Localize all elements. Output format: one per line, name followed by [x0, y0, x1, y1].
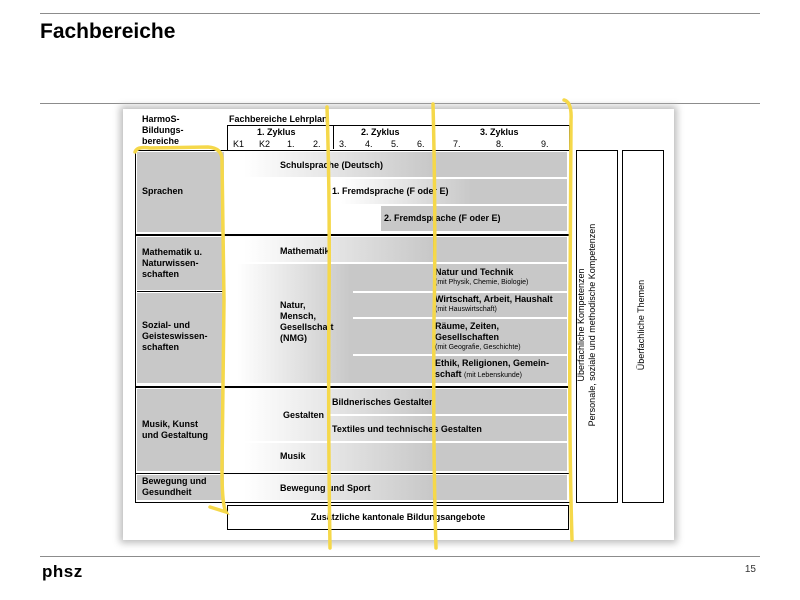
- cycle-2-label: 2. Zyklus: [361, 127, 400, 137]
- cycle-3-label: 3. Zyklus: [480, 127, 519, 137]
- row-separator: [329, 414, 567, 416]
- mathematik-area-label: Mathematik u. Naturwissen- schaften: [142, 247, 203, 279]
- sport-bar: [227, 475, 567, 500]
- grade-7: 7.: [453, 139, 461, 149]
- bewegung-area-label: Bewegung und Gesundheit: [142, 476, 207, 497]
- sprachen-label: Sprachen: [142, 186, 184, 196]
- grade-4: 4.: [365, 139, 373, 149]
- kompetenzen-box: [576, 150, 618, 503]
- annotation-line-middle: [325, 105, 332, 550]
- schulsprache-bar: [227, 152, 567, 177]
- row-separator: [353, 317, 567, 319]
- fremdsprache1-bar: [329, 179, 567, 204]
- musik-label: Musik: [280, 451, 306, 461]
- page-number: 15: [744, 564, 756, 575]
- nmg-label: Natur, Mensch, Gesellschaft (NMG): [280, 300, 334, 343]
- fremdsprache2-bar: [381, 206, 567, 231]
- slide-title: Fachbereiche: [40, 20, 176, 43]
- musik-area-label: Musik, Kunst und Gestaltung: [142, 419, 208, 440]
- grade-2: 2.: [313, 139, 321, 149]
- annotation-bracket-right: [562, 98, 574, 542]
- top-rule: [40, 13, 760, 14]
- natur-technik-label: Natur und Technik (mit Physik, Chemie, B…: [435, 267, 529, 286]
- row-separator: [227, 204, 567, 206]
- bildnerisch-label: Bildnerisches Gestalten: [332, 397, 435, 407]
- schulsprache-label: Schulsprache (Deutsch): [280, 160, 384, 170]
- sozial-area-cell: [137, 293, 224, 383]
- grade-6: 6.: [417, 139, 425, 149]
- musik-bar: [227, 443, 567, 471]
- fremdsprache2-label: 2. Fremdsprache (F oder E): [384, 213, 501, 223]
- sport-label: Bewegung und Sport: [280, 483, 371, 493]
- grade-1: 1.: [287, 139, 295, 149]
- themen-box: [622, 150, 664, 503]
- footer-rule: [40, 556, 760, 557]
- mathematik-label: Mathematik: [280, 246, 330, 256]
- textil-label: Textiles und technisches Gestalten: [332, 424, 482, 434]
- row-separator: [227, 177, 567, 179]
- grade-8: 8.: [496, 139, 504, 149]
- row-separator: [353, 291, 567, 293]
- row-separator: [227, 262, 567, 264]
- rzg-label: Räume, Zeiten, Gesellschaften (mit Geogr…: [435, 321, 521, 351]
- natur-technik-cell: [433, 264, 567, 291]
- bewegung-area-cell: [137, 475, 224, 500]
- title-rule: [40, 103, 760, 104]
- area-divider: [137, 291, 224, 292]
- cycle-divider-1: [333, 125, 334, 149]
- cycle-1-label: 1. Zyklus: [257, 127, 296, 137]
- mathematik-bar: [227, 237, 567, 262]
- grade-k2: K2: [259, 139, 271, 149]
- row-separator: [227, 441, 567, 443]
- row-separator: [353, 354, 567, 356]
- gestalten-label: Gestalten: [283, 410, 325, 420]
- curriculum-diagram: HarmoS- Bildungs- bereiche Fachbereiche …: [123, 109, 674, 540]
- grade-3: 3.: [339, 139, 347, 149]
- wah-cell: [433, 293, 567, 317]
- fremdsprache1-label: 1. Fremdsprache (F oder E): [332, 186, 449, 196]
- grade-9: 9.: [541, 139, 549, 149]
- lehrplan-header: Fachbereiche Lehrplan: [229, 114, 328, 124]
- grade-5: 5.: [391, 139, 399, 149]
- harmos-header: HarmoS- Bildungs- bereiche: [142, 114, 184, 146]
- zusatz-label: Zusätzliche kantonale Bildungsangebote: [310, 512, 486, 522]
- erg-cell: [433, 356, 567, 383]
- erg-label: Ethik, Religionen, Gemein- schaft (mit L…: [435, 358, 550, 379]
- phsz-logo: phsz: [42, 562, 83, 581]
- sozial-area-label: Sozial- und Geisteswissen- schaften: [142, 320, 208, 352]
- musik-area-cell: [137, 389, 224, 471]
- zusatz-box: [227, 505, 569, 530]
- wah-label: Wirtschaft, Arbeit, Haushalt (mit Hauswi…: [435, 294, 553, 313]
- sprachen-area-cell: [137, 152, 224, 232]
- annotation-bracket-left: [133, 145, 230, 515]
- grade-k1: K1: [233, 139, 245, 149]
- mathematik-area-cell: [137, 237, 224, 290]
- rzg-cell: [433, 319, 567, 354]
- annotation-line-right: [431, 102, 438, 550]
